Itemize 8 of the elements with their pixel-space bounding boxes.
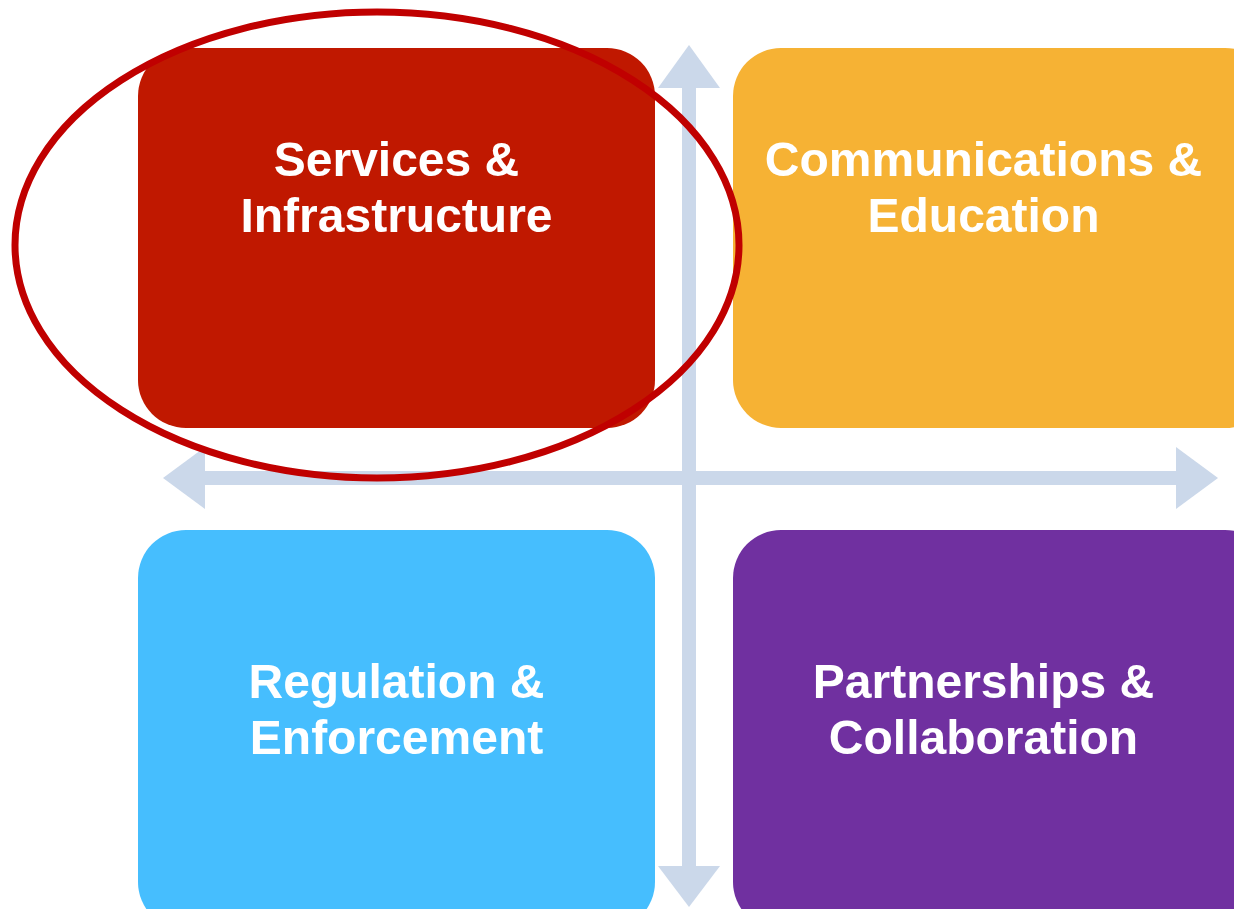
quadrant-label: Regulation & Enforcement [247,654,546,766]
quadrant-box [733,48,1234,428]
quadrant-label: Communications & Education [763,132,1204,244]
quadrant-box [138,530,655,909]
quadrant-box [733,530,1234,909]
quadrant-label: Partnerships & Collaboration [811,654,1156,766]
quadrant-label: Services & Infrastructure [239,132,554,244]
quadrant-box [138,48,655,428]
